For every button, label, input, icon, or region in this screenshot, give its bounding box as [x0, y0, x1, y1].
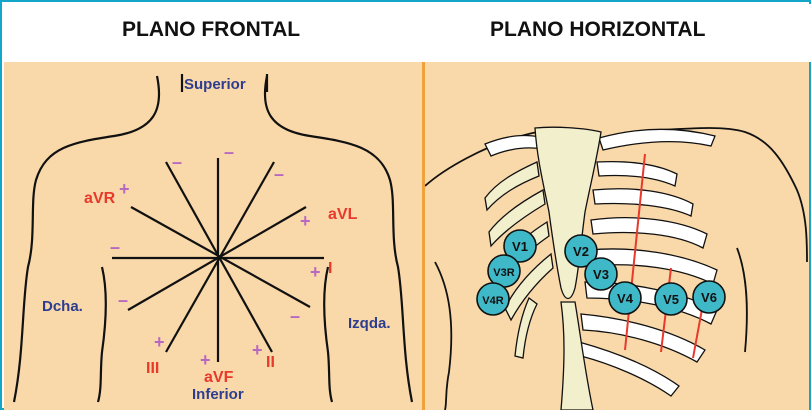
horizontal-plane-diagram: V1 V3R V4R V2 V3 V4 V5 V6 [425, 62, 809, 410]
frontal-plane-panel: Superior Inferior Dcha. Izqda. aVR aVL I… [4, 62, 422, 410]
frontal-plane-diagram: Superior Inferior Dcha. Izqda. aVR aVL I… [4, 62, 422, 410]
lead-II-minus-sign: – [274, 164, 284, 184]
lead-I-plus-sign: + [310, 262, 321, 282]
header: PLANO FRONTAL PLANO HORIZONTAL [4, 4, 811, 62]
lead-aVR-label: aVR [84, 190, 116, 207]
aVR-plus-sign: + [119, 179, 130, 199]
aVF-minus-sign: – [224, 142, 234, 162]
electrode-v5-label: V5 [663, 292, 679, 307]
frontal-plane-title: PLANO FRONTAL [122, 18, 300, 42]
electrode-v3-label: V3 [593, 267, 609, 282]
aVR-minus-sign: – [290, 306, 300, 326]
electrode-v3r-label: V3R [493, 267, 514, 279]
electrode-v2-label: V2 [573, 244, 589, 259]
superior-label: Superior [184, 76, 246, 93]
horizontal-plane-title: PLANO HORIZONTAL [490, 18, 705, 42]
aVL-minus-sign: – [118, 290, 128, 310]
electrode-v4r-label: V4R [482, 295, 503, 307]
electrode-v4-label: V4 [617, 291, 634, 306]
lead-II-label: II [266, 354, 275, 371]
lead-II-plus-sign: + [252, 340, 263, 360]
left-side-label: Izqda. [348, 315, 391, 332]
lead-aVL-label: aVL [328, 206, 358, 223]
inferior-label: Inferior [192, 386, 244, 403]
lead-III-label: III [146, 360, 159, 377]
frontal-background [4, 62, 422, 410]
lead-aVF-label: aVF [204, 369, 234, 386]
right-side-label: Dcha. [42, 298, 83, 315]
electrode-v6-label: V6 [701, 290, 717, 305]
lead-I-minus-sign: – [110, 237, 120, 257]
lead-I-label: I [328, 260, 332, 277]
horizontal-plane-panel: V1 V3R V4R V2 V3 V4 V5 V6 [425, 62, 809, 410]
aVL-plus-sign: + [300, 211, 311, 231]
lead-III-minus-sign: – [172, 152, 182, 172]
electrode-v1-label: V1 [512, 239, 528, 254]
aVF-plus-sign: + [200, 350, 211, 370]
lead-III-plus-sign: + [154, 332, 165, 352]
